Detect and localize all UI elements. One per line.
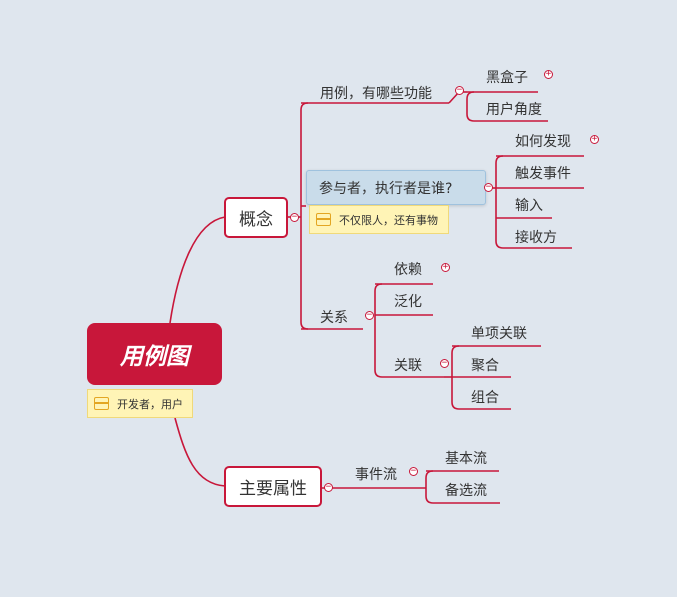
leaf-basic-flow[interactable]: 基本流	[445, 451, 487, 467]
leaf-how-discover[interactable]: 如何发现	[515, 134, 571, 150]
leaf-composition[interactable]: 组合	[471, 390, 499, 406]
root-note-text: 开发者，用户	[117, 397, 183, 411]
leaf-alt-flow[interactable]: 备选流	[445, 483, 487, 499]
expand-blackbox-icon[interactable]: +	[544, 69, 553, 79]
topic-concept[interactable]: 概念	[224, 197, 288, 238]
subtopic-association[interactable]: 关联	[394, 358, 422, 374]
collapse-association-icon[interactable]: −	[440, 358, 449, 368]
subtopic-actor-label: 参与者，执行者是谁?	[319, 180, 453, 197]
topic-main-attrs[interactable]: 主要属性	[224, 466, 322, 507]
note-icon	[94, 397, 109, 410]
expand-dependency-icon[interactable]: +	[441, 262, 450, 272]
leaf-aggregation[interactable]: 聚合	[471, 358, 499, 374]
root-note[interactable]: 开发者，用户	[87, 389, 193, 418]
subtopic-usecase[interactable]: 用例，有哪些功能	[320, 86, 432, 102]
subtopic-relation[interactable]: 关系	[320, 310, 348, 326]
root-node[interactable]: 用例图	[87, 323, 222, 385]
leaf-generalization[interactable]: 泛化	[394, 294, 422, 310]
leaf-receiver[interactable]: 接收方	[515, 230, 557, 246]
root-label: 用例图	[120, 344, 189, 370]
leaf-input[interactable]: 输入	[515, 198, 543, 214]
collapse-event-flow-icon[interactable]: −	[409, 466, 418, 476]
topic-concept-label: 概念	[239, 210, 273, 230]
collapse-concept-icon[interactable]: −	[290, 212, 299, 222]
leaf-trigger-event[interactable]: 触发事件	[515, 166, 571, 182]
collapse-relation-icon[interactable]: −	[365, 310, 374, 320]
collapse-actor-icon[interactable]: −	[484, 182, 493, 192]
subtopic-actor-selected[interactable]: 参与者，执行者是谁?	[306, 170, 486, 205]
collapse-main-attrs-icon[interactable]: −	[324, 482, 333, 492]
actor-note-text: 不仅限人，还有事物	[339, 213, 438, 227]
note-icon	[316, 213, 331, 226]
expand-how-discover-icon[interactable]: +	[590, 134, 599, 144]
leaf-dependency[interactable]: 依赖	[394, 262, 422, 278]
topic-main-attrs-label: 主要属性	[239, 479, 307, 499]
leaf-one-way[interactable]: 单项关联	[471, 326, 527, 342]
leaf-blackbox[interactable]: 黑盒子	[486, 70, 528, 86]
subtopic-event-flow[interactable]: 事件流	[355, 467, 397, 483]
leaf-user-view[interactable]: 用户角度	[486, 102, 542, 118]
actor-note[interactable]: 不仅限人，还有事物	[309, 205, 449, 234]
collapse-usecase-icon[interactable]: −	[455, 85, 464, 95]
